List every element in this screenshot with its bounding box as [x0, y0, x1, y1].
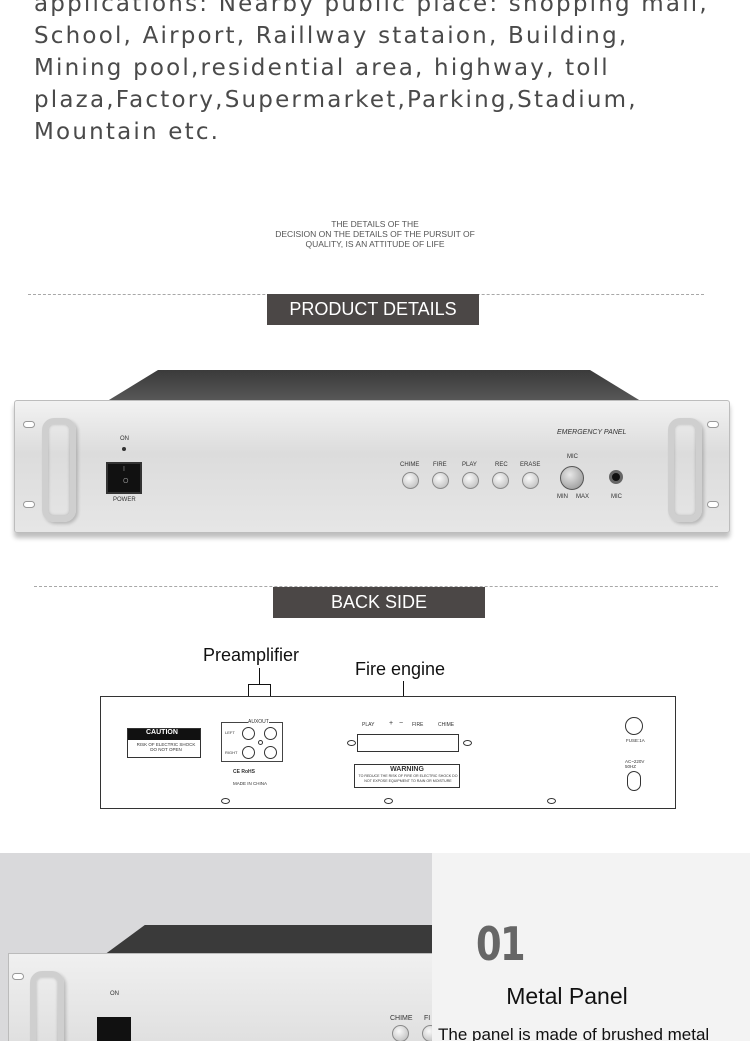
caution-label: CAUTION RISK OF ELECTRIC SHOCK DO NOT OP… [127, 728, 201, 758]
on-label: ON [110, 991, 119, 997]
feature-description: The panel is made of brushed metal [438, 1025, 710, 1041]
mic-jack-label: MIC [611, 494, 622, 500]
left-label: LEFT [225, 730, 235, 735]
fire-button [422, 1025, 432, 1041]
rack-ear-hole [707, 421, 719, 428]
right-handle [668, 418, 702, 522]
on-led [122, 447, 126, 451]
aux-out-label: AUXOUT [248, 719, 269, 725]
rack-ear-hole [707, 501, 719, 508]
foot-hole [384, 798, 393, 804]
aux-jack-right-bottom [264, 746, 277, 759]
chime-label: CHIME [390, 1015, 413, 1022]
port-label-chime: CHIME [438, 722, 455, 728]
mic-jack [609, 470, 623, 484]
min-label: MIN [557, 494, 568, 500]
rec-button [492, 472, 509, 489]
aux-jack-left-top [242, 727, 255, 740]
port-label-fire: FIRE [412, 722, 424, 728]
top-cover [104, 925, 432, 955]
caution-header: CAUTION [128, 729, 200, 740]
on-label: ON [120, 436, 129, 442]
terminal-port [357, 734, 459, 752]
preamplifier-callout: Preamplifier [203, 645, 300, 665]
aux-jack-right-top [264, 727, 277, 740]
feature-card: 01 Metal Panel The panel is made of brus… [432, 853, 750, 1041]
back-panel-diagram: CAUTION RISK OF ELECTRIC SHOCK DO NOT OP… [100, 696, 676, 809]
ac-label: AC~220V 50HZ [625, 759, 645, 769]
foot-hole [547, 798, 556, 804]
rec-label: REC [495, 462, 508, 468]
rack-ear-hole [23, 421, 35, 428]
product-details-heading: PRODUCT DETAILS [267, 294, 479, 325]
aux-jack-left-bottom [242, 746, 255, 759]
aux-out-block: AUXOUT LEFT RIGHT [221, 719, 283, 762]
switch-off-mark: O [123, 478, 129, 485]
back-side-heading: BACK SIDE [273, 587, 485, 618]
mic-volume-knob [560, 466, 584, 490]
chime-label: CHIME [400, 462, 420, 468]
play-label: PLAY [462, 462, 477, 468]
slogan-line-2: DECISION ON THE DETAILS OF THE PURSUIT O… [275, 229, 475, 239]
divider-back-side [34, 586, 718, 587]
callout-line [259, 668, 260, 684]
play-button [462, 472, 479, 489]
front-panel-photo: ON I O POWER EMERGENCY PANEL CHIME FIRE … [14, 370, 730, 540]
warning-label: WARNING TO REDUCE THE RISK OF FIRE OR EL… [354, 764, 460, 788]
power-switch: I O [106, 462, 142, 494]
port-label-plus: + [389, 720, 394, 727]
metal-panel-photo: ON CHIME FI [0, 853, 432, 1041]
fuse-holder [625, 717, 643, 735]
fire-label: FIRE [433, 462, 447, 468]
right-label: RIGHT [225, 750, 238, 755]
top-cover [104, 370, 644, 403]
switch-on-mark: I [123, 466, 125, 473]
max-label: MAX [576, 494, 590, 500]
faceplate [8, 953, 432, 1041]
aux-ground-hole [258, 740, 263, 745]
chime-button [392, 1025, 409, 1041]
erase-label: ERASE [520, 462, 541, 468]
left-handle [30, 971, 64, 1041]
feature-title: Metal Panel [506, 983, 628, 1009]
fuse-label: FUSE:1A [626, 738, 645, 743]
made-in-china: MADE IN CHINA [233, 781, 268, 786]
applications-text: applications: Nearby public place: shopp… [34, 0, 709, 145]
port-label-minus: − [399, 720, 404, 727]
feature-number: 01 [476, 917, 526, 971]
brand-label: EMERGENCY PANEL [557, 429, 627, 436]
slogan: THE DETAILS OF THE DECISION ON THE DETAI… [0, 219, 750, 249]
fire-button [432, 472, 449, 489]
slogan-line-3: QUALITY, IS AN ATTITUDE OF LIFE [305, 239, 445, 249]
ac-power-inlet [627, 771, 641, 791]
warning-title: WARNING [390, 766, 424, 773]
rack-ear-hole [12, 973, 24, 980]
power-switch [97, 1017, 131, 1041]
erase-button [522, 472, 539, 489]
foot-hole [221, 798, 230, 804]
screw-hole [347, 740, 356, 746]
chime-button [402, 472, 419, 489]
screw-hole [463, 740, 472, 746]
left-handle [42, 418, 76, 522]
rack-ear-hole [23, 501, 35, 508]
fire-engine-callout: Fire engine [355, 659, 446, 679]
caution-text: CAUTION [146, 729, 178, 736]
slogan-line-1: THE DETAILS OF THE [331, 219, 419, 229]
fire-label: FI [424, 1015, 431, 1022]
certification-marks: CE RoHS [233, 769, 255, 775]
port-label-play: PLAY [362, 722, 375, 728]
mic-knob-label: MIC [567, 454, 578, 460]
warning-text: TO REDUCE THE RISK OF FIRE OR ELECTRIC S… [358, 774, 458, 783]
caution-subtext: RISK OF ELECTRIC SHOCK DO NOT OPEN [136, 742, 196, 752]
power-label: POWER [113, 497, 136, 503]
callout-line [248, 684, 271, 685]
